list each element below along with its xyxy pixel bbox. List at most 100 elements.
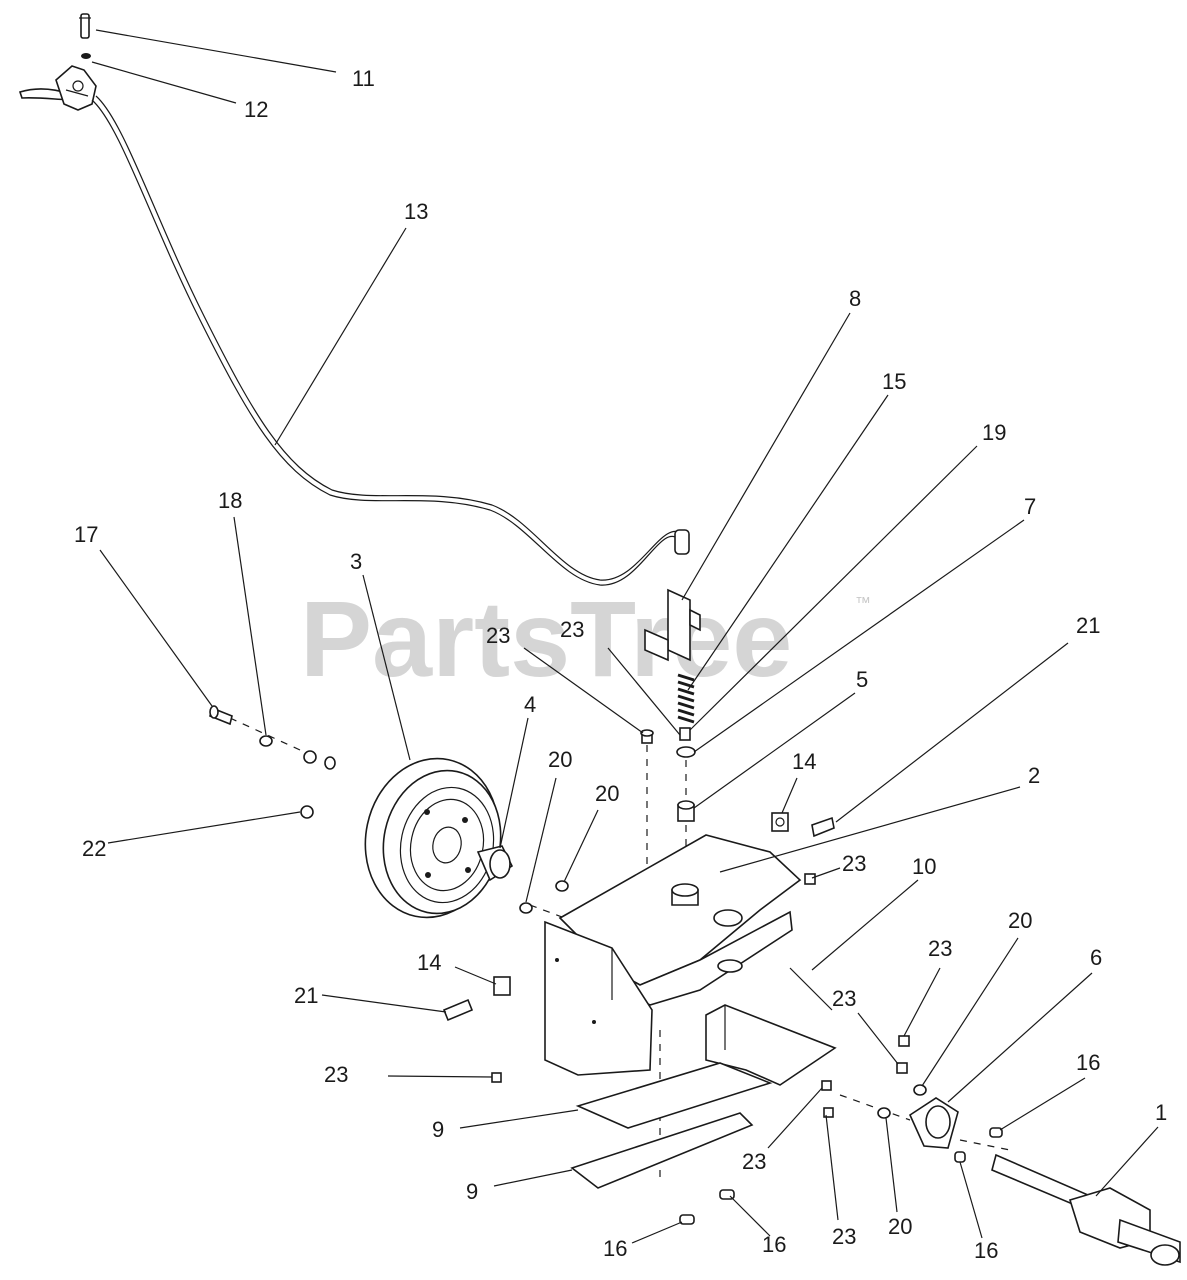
watermark-text: PartsTree [300, 578, 792, 699]
callout-label: 16 [974, 1238, 998, 1263]
part-10-bracket [705, 967, 837, 1086]
part-6-bearing [908, 1097, 959, 1149]
callout-label: 1 [1155, 1100, 1167, 1125]
part-16-pin [954, 1151, 966, 1163]
callout-label: 10 [912, 854, 936, 879]
part-20-washer [913, 1084, 927, 1096]
leader-line [233, 516, 267, 736]
callout-label: 21 [294, 983, 318, 1008]
callout-label: 9 [466, 1179, 478, 1204]
part-23-bolt [896, 1062, 908, 1074]
callout-label: 15 [882, 369, 906, 394]
part-5-bushing [677, 800, 695, 822]
leader-line [362, 574, 411, 761]
part-9-plate-lower [570, 1112, 754, 1189]
part-23-bolt [898, 1035, 910, 1047]
leader-line [607, 647, 681, 736]
leader-line [321, 994, 447, 1013]
leader-line [719, 786, 1021, 873]
callout-label: 4 [524, 692, 536, 717]
leader-line [459, 1109, 579, 1129]
callout-label: 23 [742, 1149, 766, 1174]
callout-label: 23 [324, 1062, 348, 1087]
leader-line [631, 1221, 683, 1244]
callout-label: 17 [74, 522, 98, 547]
leader-line [689, 445, 978, 731]
part-23-bolt [640, 729, 654, 744]
leader-line [523, 647, 644, 734]
callout-label: 5 [856, 667, 868, 692]
part-19-clip [679, 727, 691, 741]
callout-label: 3 [350, 549, 362, 574]
part-16-pin [989, 1127, 1003, 1138]
part-15-spring [677, 673, 695, 724]
leader-line [857, 1012, 899, 1065]
part-23-bolt [823, 1107, 834, 1118]
leader-line [767, 1087, 823, 1149]
part-1-shaft [991, 1153, 1181, 1266]
callout-label: 2 [1028, 763, 1040, 788]
leader-line [563, 809, 599, 883]
leader-line [921, 937, 1019, 1087]
leader-line [693, 692, 856, 809]
part-21-bolt [442, 998, 474, 1022]
callout-label: 14 [417, 950, 441, 975]
callout-label: 16 [1076, 1050, 1100, 1075]
callout-label: 20 [595, 781, 619, 806]
part-16-pin [679, 1214, 695, 1225]
leader-line [274, 227, 407, 446]
control-lever [18, 65, 97, 111]
callout-label: 12 [244, 97, 268, 122]
leader-line [811, 867, 841, 879]
part-14-nut [771, 812, 789, 832]
callout-label: 21 [1076, 613, 1100, 638]
leader-line [947, 972, 1093, 1103]
watermark-trademark: ™ [855, 595, 871, 612]
leader-line [729, 1195, 771, 1237]
callout-label: 9 [432, 1117, 444, 1142]
part-23-bolt [821, 1080, 832, 1091]
callout-label: 19 [982, 420, 1006, 445]
part-22-nuts [300, 750, 336, 819]
part-20-washer [877, 1107, 891, 1119]
part-20-washer [555, 880, 569, 892]
callout-label: 8 [849, 286, 861, 311]
part-21-bolt [811, 816, 835, 838]
guide-line [959, 1139, 1011, 1151]
leader-line [107, 811, 301, 844]
leader-line [999, 1077, 1086, 1131]
callout-label: 20 [888, 1214, 912, 1239]
part-3-wheel [364, 757, 502, 919]
leader-line [525, 777, 557, 903]
part-9-plate-upper [575, 1062, 773, 1129]
guide-line [839, 1094, 911, 1121]
leader-line [99, 549, 213, 707]
part-8-bracket [644, 588, 701, 662]
callout-label: 23 [560, 617, 584, 642]
part-13-cable [91, 95, 690, 586]
part-4-hub [476, 845, 514, 882]
leader-line [959, 1161, 983, 1239]
leader-line [781, 777, 798, 814]
callout-label: 23 [832, 986, 856, 1011]
leader-line [903, 967, 941, 1037]
leader-line [693, 519, 1025, 753]
callout-label: 18 [218, 488, 242, 513]
callout-label: 6 [1090, 945, 1102, 970]
callout-label: 23 [928, 936, 952, 961]
leader-line [681, 312, 851, 601]
part-17-bolt [209, 705, 233, 726]
callout-label: 13 [404, 199, 428, 224]
leader-line [91, 61, 237, 104]
callout-label: 11 [352, 66, 375, 91]
leader-line [885, 1117, 898, 1213]
leader-line [687, 394, 889, 691]
part-14-nut [493, 976, 511, 996]
leader-line [95, 29, 337, 73]
callout-label: 23 [832, 1224, 856, 1249]
part-12-washer [81, 53, 91, 59]
leader-line [387, 1075, 493, 1078]
callout-label: 7 [1024, 494, 1036, 519]
callout-label: 20 [548, 747, 572, 772]
